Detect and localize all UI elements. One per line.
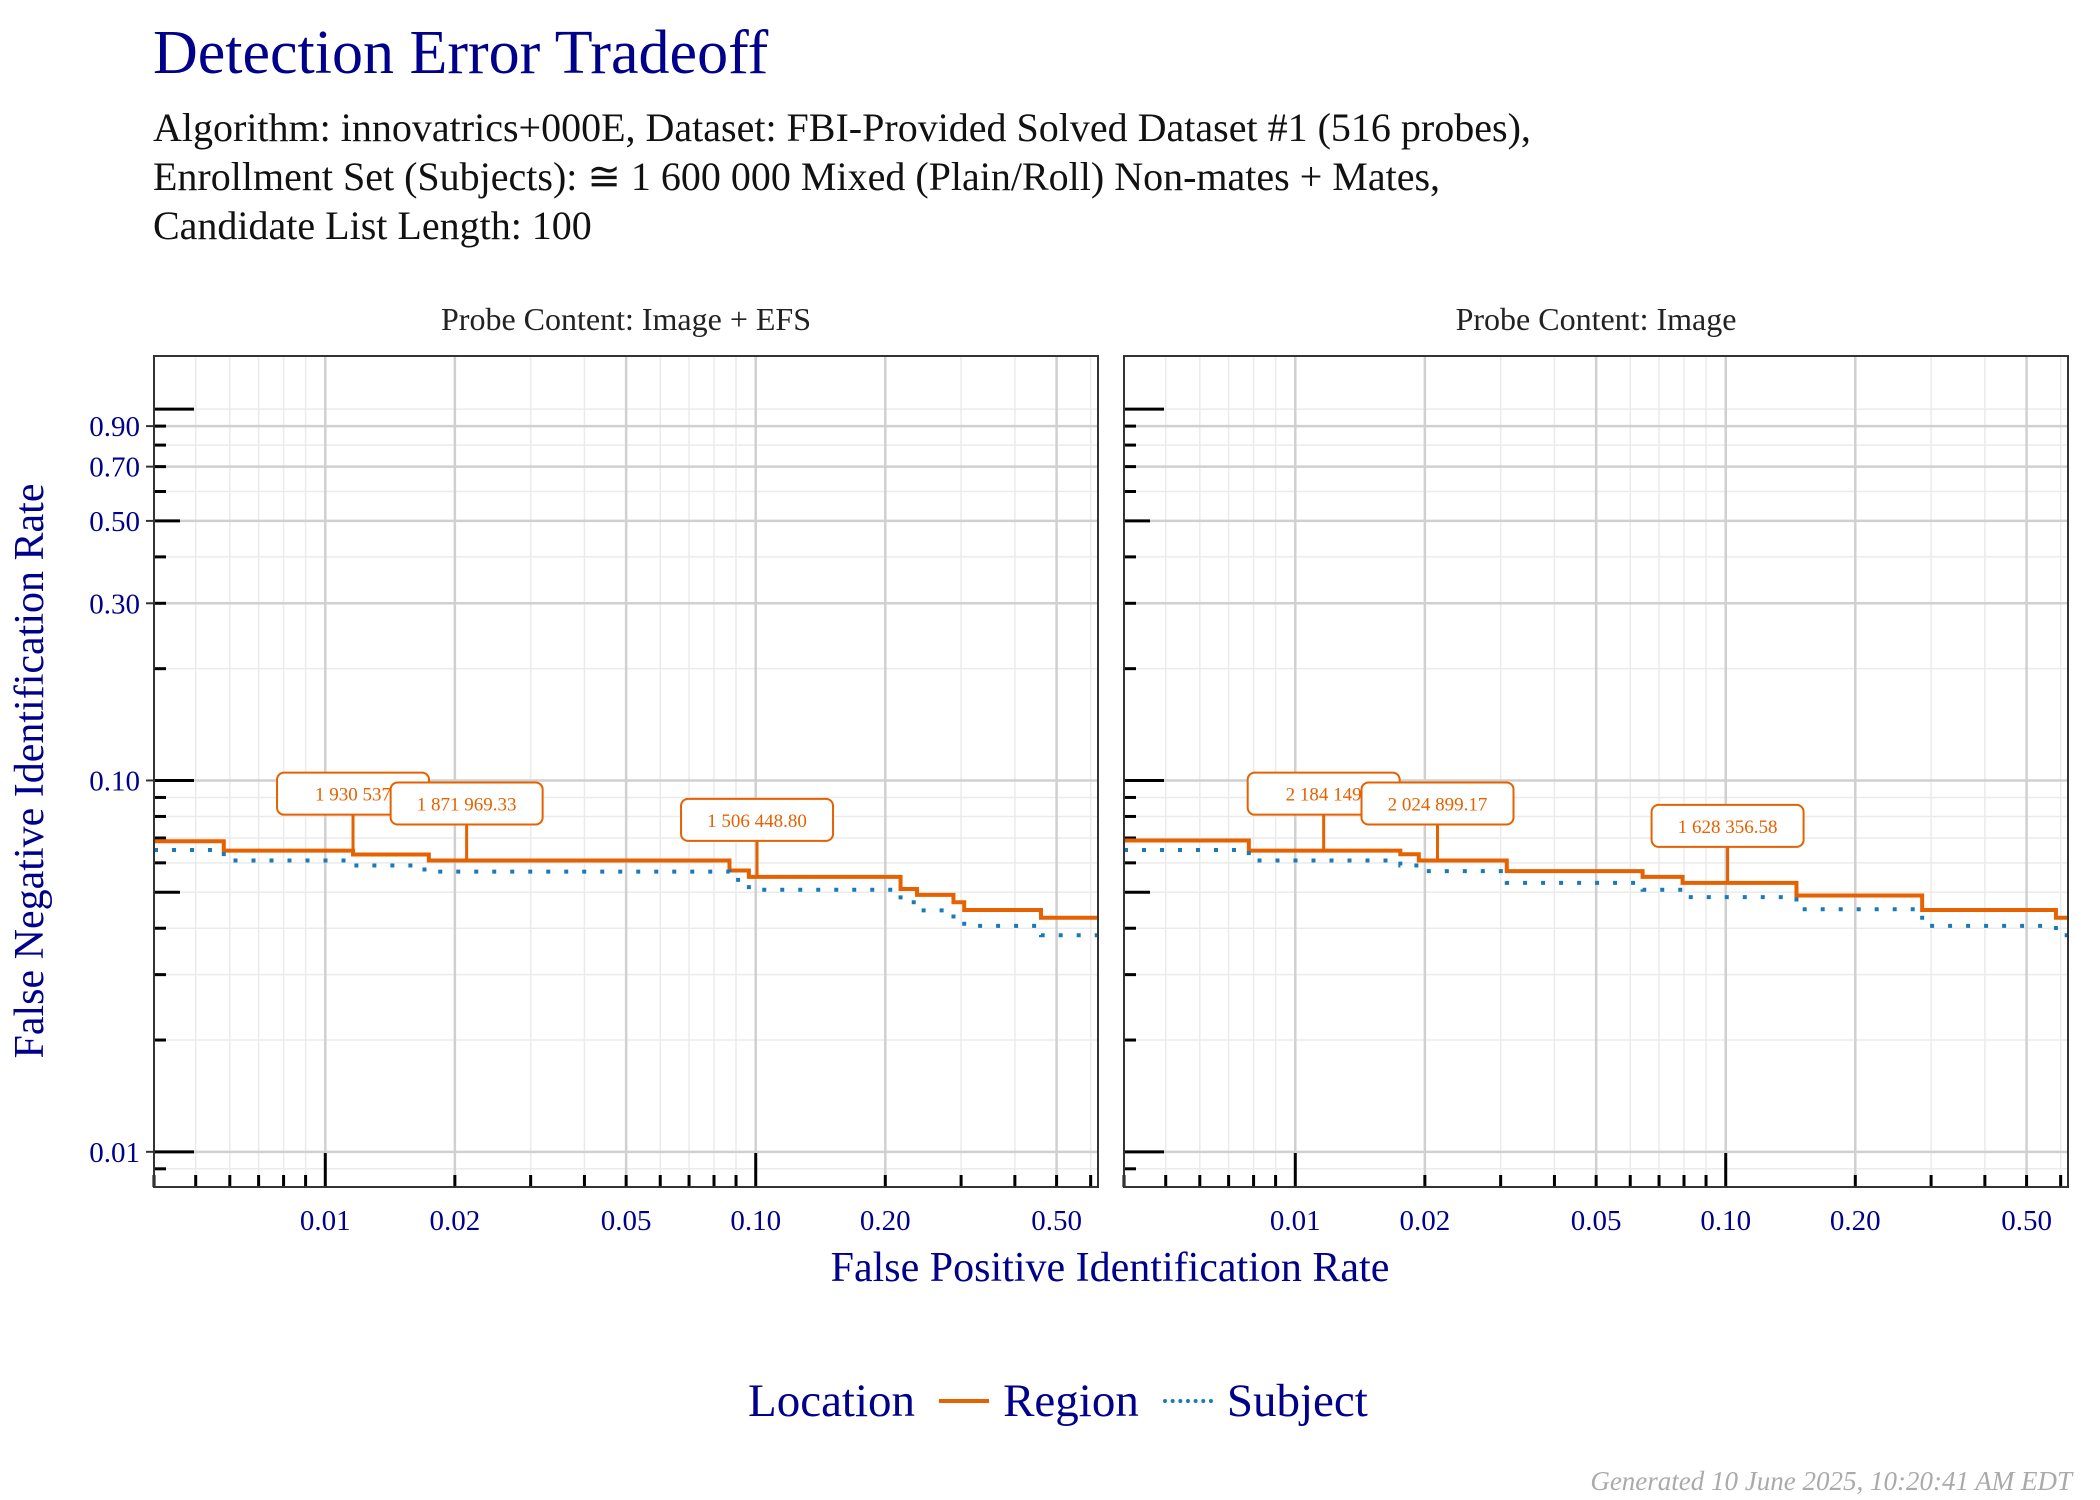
x-tick-label: 0.01 bbox=[1270, 1205, 1321, 1237]
x-tick-label: 0.20 bbox=[860, 1205, 911, 1237]
series-region-line bbox=[1124, 838, 2068, 920]
series-region-line bbox=[154, 839, 1098, 920]
legend-subject-swatch bbox=[1162, 1399, 1213, 1403]
generated-timestamp: Generated 10 June 2025, 10:20:41 AM EDT bbox=[1590, 1466, 2072, 1496]
panel-2: Probe Content: Image 2 184 149 2 024 899.1… bbox=[1122, 301, 2069, 1237]
x-tick-label: 0.02 bbox=[1399, 1205, 1450, 1237]
legend-region-swatch bbox=[939, 1399, 990, 1403]
y-tick-label: 0.70 bbox=[89, 452, 140, 484]
y-tick-label: 0.90 bbox=[89, 411, 140, 443]
legend-region-label: Region bbox=[1003, 1375, 1139, 1427]
x-tick-label: 0.20 bbox=[1830, 1205, 1881, 1237]
annotation-label: 1 871 969.33 bbox=[417, 794, 517, 815]
panel-1: Probe Content: Image + EFS 1 930 537 1 871… bbox=[89, 301, 1099, 1237]
series-subject-line bbox=[154, 847, 1098, 938]
annotation-box bbox=[680, 797, 835, 842]
x-tick-label: 0.10 bbox=[730, 1205, 781, 1237]
annotation-label: 1 930 537 bbox=[315, 785, 391, 806]
chart-title: Detection Error Tradeoff bbox=[153, 19, 769, 87]
score-annotation: 1 506 448.80 bbox=[680, 797, 835, 877]
annotation-label: 1 628 356.58 bbox=[1678, 817, 1778, 838]
x-tick-label: 0.50 bbox=[1031, 1205, 1082, 1237]
chart-subtitle-line: Algorithm: innovatrics+000E, Dataset: FB… bbox=[153, 105, 1531, 150]
y-tick-label: 0.50 bbox=[89, 506, 140, 538]
panel-border bbox=[153, 355, 1099, 1188]
panel-strip-label: Probe Content: Image + EFS bbox=[441, 301, 811, 337]
legend: Location Region Subject bbox=[748, 1374, 1368, 1428]
x-tick-label: 0.02 bbox=[429, 1205, 480, 1237]
score-annotation: 1 871 969.33 bbox=[389, 781, 544, 861]
y-axis-title: False Negative Identification Rate bbox=[7, 483, 53, 1059]
legend-subject-label: Subject bbox=[1226, 1375, 1368, 1427]
annotation-label: 2 184 149 bbox=[1286, 785, 1362, 806]
y-tick-label: 0.30 bbox=[89, 588, 140, 620]
chart-subtitle-line: Candidate List Length: 100 bbox=[153, 203, 592, 248]
annotation-box bbox=[1650, 803, 1805, 848]
x-tick-label: 0.05 bbox=[1571, 1205, 1622, 1237]
x-axis-title: False Positive Identification Rate bbox=[830, 1245, 1390, 1291]
chart-subtitle-line: Enrollment Set (Subjects): ≅ 1 600 000 M… bbox=[153, 154, 1441, 199]
legend-title: Location bbox=[748, 1375, 916, 1427]
annotation-box bbox=[389, 781, 544, 826]
x-tick-label: 0.50 bbox=[2001, 1205, 2052, 1237]
score-annotation: 1 628 356.58 bbox=[1650, 803, 1805, 883]
annotation-box bbox=[1360, 781, 1515, 826]
y-tick-label: 0.01 bbox=[89, 1137, 140, 1169]
annotation-label: 1 506 448.80 bbox=[707, 811, 807, 832]
annotation-label: 2 024 899.17 bbox=[1388, 794, 1488, 815]
y-tick-label: 0.10 bbox=[89, 765, 140, 797]
x-tick-label: 0.01 bbox=[300, 1205, 351, 1237]
score-annotation: 2 024 899.17 bbox=[1360, 781, 1515, 861]
panel-border bbox=[1123, 355, 2069, 1188]
x-tick-label: 0.05 bbox=[601, 1205, 652, 1237]
panel-strip-label: Probe Content: Image bbox=[1456, 301, 1737, 337]
x-tick-label: 0.10 bbox=[1700, 1205, 1751, 1237]
